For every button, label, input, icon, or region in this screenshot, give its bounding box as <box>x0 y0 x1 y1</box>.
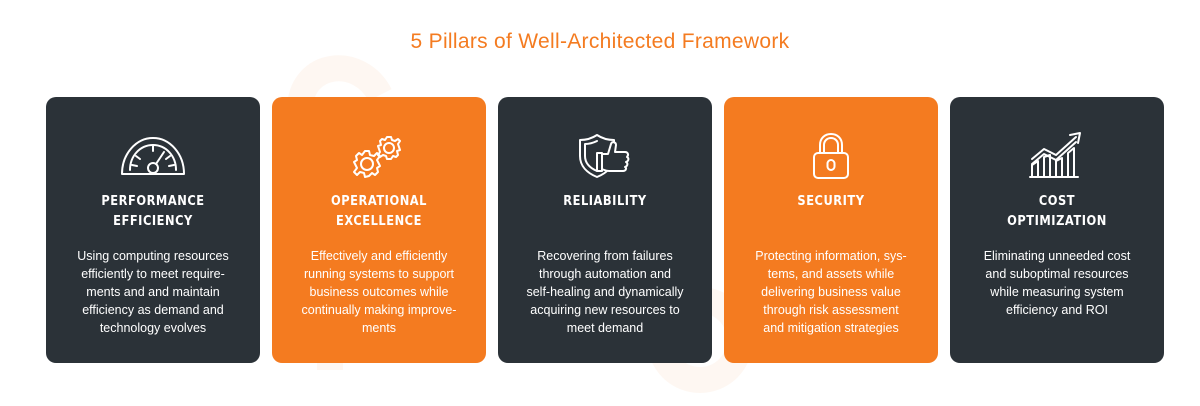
desc-line: Effectively and efficiently <box>310 249 448 263</box>
padlock-icon <box>813 133 849 179</box>
pillar-title-line1: RELIABILITY <box>563 194 647 209</box>
desc-line: through risk assessment <box>763 303 899 317</box>
desc-line: efficiency and ROI <box>1006 303 1108 317</box>
desc-line: Recovering from failures <box>537 249 673 263</box>
pillars-row: PERFORMANCE EFFICIENCY Using computing r… <box>46 97 1164 363</box>
speedometer-icon <box>121 137 185 175</box>
desc-line: and mitigation strategies <box>763 321 899 335</box>
pillar-description: Eliminating unneeded cost and suboptimal… <box>960 247 1154 319</box>
shield-thumbs-up-icon <box>579 134 630 178</box>
pillar-card-reliability: RELIABILITY Recovering from failures thr… <box>498 97 712 363</box>
desc-line: Using computing resources <box>77 249 229 263</box>
growth-chart-icon <box>1029 132 1081 178</box>
desc-line: acquiring new resources to <box>530 303 680 317</box>
desc-line: efficiency as demand and <box>82 303 224 317</box>
pillar-card-operational-excellence: OPERATIONAL EXCELLENCE Effectively and e… <box>272 97 486 363</box>
pillar-title-line1: COST <box>1038 194 1076 209</box>
pillar-card-performance-efficiency: PERFORMANCE EFFICIENCY Using computing r… <box>46 97 260 363</box>
pillar-title-line1: SECURITY <box>797 194 865 209</box>
pillar-title-line2: EXCELLENCE <box>336 214 422 229</box>
desc-line: delivering business value <box>761 285 901 299</box>
pillar-card-security: SECURITY Protecting information, sys- te… <box>724 97 938 363</box>
desc-line: tems, and assets while <box>767 267 895 281</box>
pillar-title-line1: OPERATIONAL <box>330 194 428 209</box>
pillar-title-line1: PERFORMANCE <box>101 194 205 209</box>
desc-line: through automation and <box>538 267 672 281</box>
pillar-card-cost-optimization: COST OPTIMIZATION Eliminating unneeded c… <box>950 97 1164 363</box>
desc-line: Protecting information, sys- <box>755 249 907 263</box>
pillar-description: Using computing resources efficiently to… <box>56 247 250 337</box>
desc-line: business outcomes while <box>309 285 449 299</box>
desc-line: efficiently to meet require- <box>81 267 225 281</box>
desc-line: running systems to support <box>303 267 455 281</box>
desc-line: ments and and maintain <box>86 285 220 299</box>
pillar-description: Recovering from failures through automat… <box>508 247 702 337</box>
pillar-title-line2: OPTIMIZATION <box>1007 214 1107 229</box>
desc-line: meet demand <box>566 321 644 335</box>
desc-line: self-healing and dynamically <box>526 285 684 299</box>
desc-line: technology evolves <box>99 321 207 335</box>
gears-icon <box>353 136 401 178</box>
desc-line: Eliminating unneeded cost <box>983 249 1131 263</box>
pillar-description: Effectively and efficiently running syst… <box>282 247 476 337</box>
pillar-title-line2: EFFICIENCY <box>113 214 193 229</box>
desc-line: while measuring system <box>990 285 1124 299</box>
pillar-description: Protecting information, sys- tems, and a… <box>734 247 928 337</box>
page-title: 5 Pillars of Well-Architected Framework <box>410 30 790 53</box>
desc-line: ments <box>361 321 397 335</box>
desc-line: and suboptimal resources <box>985 267 1129 281</box>
desc-line: continually making improve- <box>301 303 457 317</box>
